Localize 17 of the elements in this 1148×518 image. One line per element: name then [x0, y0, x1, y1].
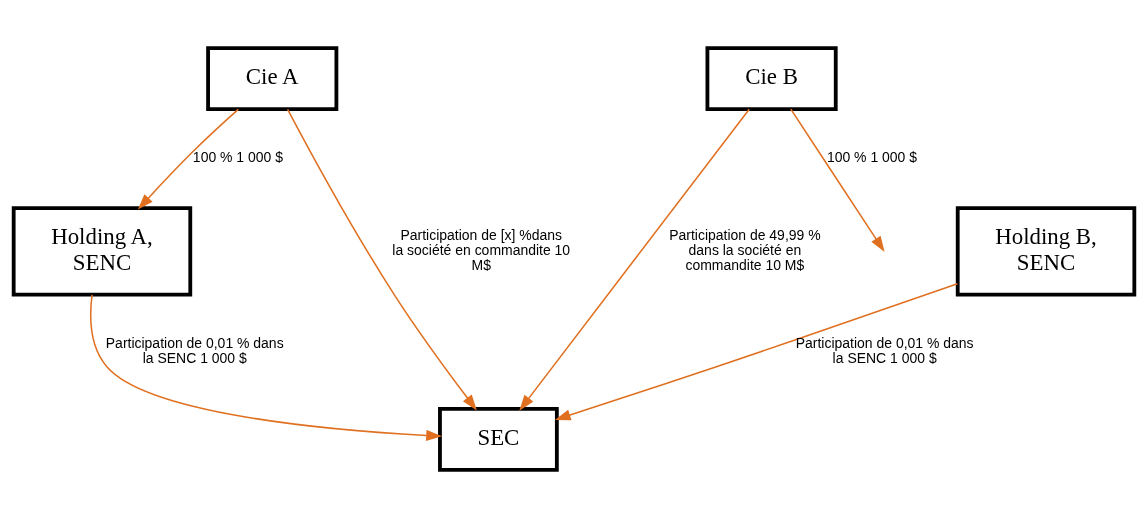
arrow — [137, 108, 240, 210]
node-box: Cie A — [206, 46, 339, 111]
edge-label: 100 % 1 000 $ — [192, 149, 283, 166]
arrow — [790, 108, 885, 252]
edge-label: 100 % 1 000 $ — [826, 149, 918, 166]
node-box: Holding A, SENC — [11, 206, 193, 297]
node-box: Holding B, SENC — [955, 206, 1137, 297]
edge-label: Participation de 0,01 % dans la SENC 1 000 $ — [105, 334, 284, 366]
node-box: SEC — [438, 407, 559, 472]
arrow — [286, 108, 477, 411]
arrow — [90, 294, 442, 441]
edge-label: Participation de [x] %dans la société en commandite 10 M$ — [392, 226, 571, 274]
arrow — [554, 283, 959, 421]
edge-label: Participation de 49,99 % dans la société en commandite 10 M$ — [669, 226, 821, 274]
edge-label: Participation de 0,01 % dans la SENC 1 000 $ — [795, 334, 974, 366]
arrow — [519, 108, 750, 411]
node-box: Cie B — [705, 46, 838, 111]
